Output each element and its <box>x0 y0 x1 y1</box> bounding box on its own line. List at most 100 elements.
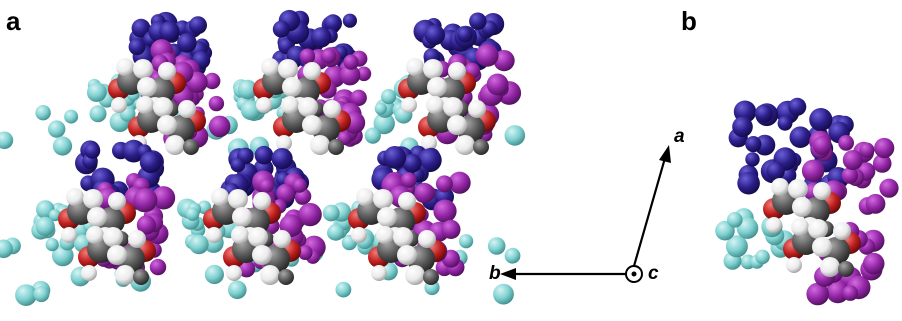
hydrogen-atom <box>351 227 367 243</box>
cyan-chain-atom <box>364 127 381 144</box>
hydrogen-atom <box>133 59 153 79</box>
purple-chain-atom <box>842 285 859 301</box>
blue-chain-atom <box>159 21 180 42</box>
purple-chain-atom <box>862 252 885 275</box>
cyan-chain-atom <box>64 109 79 124</box>
purple-chain-atom <box>859 142 875 158</box>
cyan-chain-atom <box>335 281 352 298</box>
cyan-chain-atom <box>52 136 73 156</box>
blue-chain-atom <box>745 152 760 167</box>
purple-chain-atom <box>801 159 825 182</box>
hydrogen-atom <box>107 245 127 265</box>
molecular-packing-view-b <box>715 97 899 306</box>
blue-chain-atom <box>342 13 357 28</box>
purple-chain-atom <box>401 172 417 188</box>
purple-chain-atom <box>208 95 225 112</box>
hydrogen-atom <box>393 227 413 247</box>
hydrogen-atom <box>252 245 272 265</box>
hydrogen-atom <box>66 188 84 206</box>
carbon-atom <box>473 139 489 155</box>
purple-chain-atom <box>204 72 221 90</box>
cyan-chain-atom <box>727 212 743 228</box>
purple-chain-atom <box>486 73 509 96</box>
carbon-atom <box>423 269 439 285</box>
purple-chain-atom <box>136 215 156 235</box>
blue-chain-atom <box>777 115 793 131</box>
purple-chain-atom <box>259 178 274 194</box>
blue-chain-atom <box>424 24 445 46</box>
blue-chain-atom <box>272 20 290 38</box>
hydrogen-atom <box>276 135 292 151</box>
purple-chain-atom <box>433 199 457 223</box>
hydrogen-atom <box>153 97 173 117</box>
cyan-chain-atom <box>189 234 209 255</box>
purple-chain-atom <box>806 282 829 306</box>
hydrogen-atom <box>310 135 330 155</box>
purple-chain-atom <box>356 66 372 82</box>
a-axis-arrow <box>632 157 667 267</box>
blue-chain-atom <box>324 14 342 33</box>
cyan-chain-atom <box>237 79 258 100</box>
blue-chain-atom <box>311 27 332 48</box>
hydrogen-atom <box>377 207 397 227</box>
blue-chain-atom <box>139 151 162 174</box>
purple-chain-atom <box>414 182 435 204</box>
hydrogen-atom <box>83 189 103 209</box>
hydrogen-atom <box>136 96 154 114</box>
hydrogen-atom <box>206 227 222 243</box>
hydrogen-atom <box>820 257 840 277</box>
hydrogen-atom <box>423 59 443 79</box>
hydrogen-atom <box>766 217 782 233</box>
hydrogen-atom <box>791 218 809 236</box>
hydrogen-atom <box>282 77 302 97</box>
hydrogen-atom <box>833 222 851 240</box>
purple-chain-atom <box>879 178 899 198</box>
hydrogen-atom <box>813 182 831 200</box>
hydrogen-atom <box>111 97 127 113</box>
purple-chain-atom <box>441 219 461 239</box>
purple-chain-atom <box>842 150 863 170</box>
cyan-chain-atom <box>240 100 261 120</box>
cyan-chain-atom <box>736 217 759 239</box>
hydrogen-atom <box>786 257 802 273</box>
cyan-chain-atom <box>45 238 59 252</box>
cyan-chain-atom <box>504 247 521 264</box>
carbon-atom <box>278 269 294 285</box>
cyan-chain-atom <box>493 283 514 305</box>
hydrogen-atom <box>398 192 416 210</box>
blue-chain-atom <box>254 145 274 165</box>
hydrogen-atom <box>273 230 291 248</box>
hydrogen-atom <box>87 207 107 227</box>
hydrogen-atom <box>303 62 321 80</box>
carbon-atom <box>183 139 199 155</box>
purple-chain-atom <box>872 154 892 173</box>
hydrogen-atom <box>371 265 387 281</box>
cyan-chain-atom <box>327 223 345 241</box>
cyan-chain-atom <box>35 105 51 121</box>
b-axis-arrowhead <box>500 268 516 280</box>
cyan-chain-atom <box>185 207 200 221</box>
blue-chain-atom <box>402 153 422 173</box>
axis-label-c: c <box>648 263 659 284</box>
hydrogen-atom <box>137 77 157 97</box>
blue-chain-atom <box>809 108 833 132</box>
blue-chain-atom <box>789 126 812 148</box>
a-axis-arrowhead <box>659 145 671 163</box>
hydrogen-atom <box>771 178 789 196</box>
hydrogen-atom <box>376 226 394 244</box>
hydrogen-atom <box>256 97 272 113</box>
blue-chain-atom <box>230 157 246 173</box>
hydrogen-atom <box>158 62 176 80</box>
hydrogen-atom <box>281 96 299 114</box>
panel-label-a: a <box>6 6 21 36</box>
hydrogen-atom <box>323 100 341 118</box>
hydrogen-atom <box>468 100 486 118</box>
purple-chain-atom <box>812 136 832 155</box>
cyan-chain-atom <box>755 249 770 265</box>
purple-chain-atom <box>299 48 316 65</box>
hydrogen-atom <box>103 227 123 247</box>
cyan-chain-atom <box>87 82 107 102</box>
cyan-chain-atom <box>15 284 37 306</box>
cyan-chain-atom <box>204 264 224 285</box>
